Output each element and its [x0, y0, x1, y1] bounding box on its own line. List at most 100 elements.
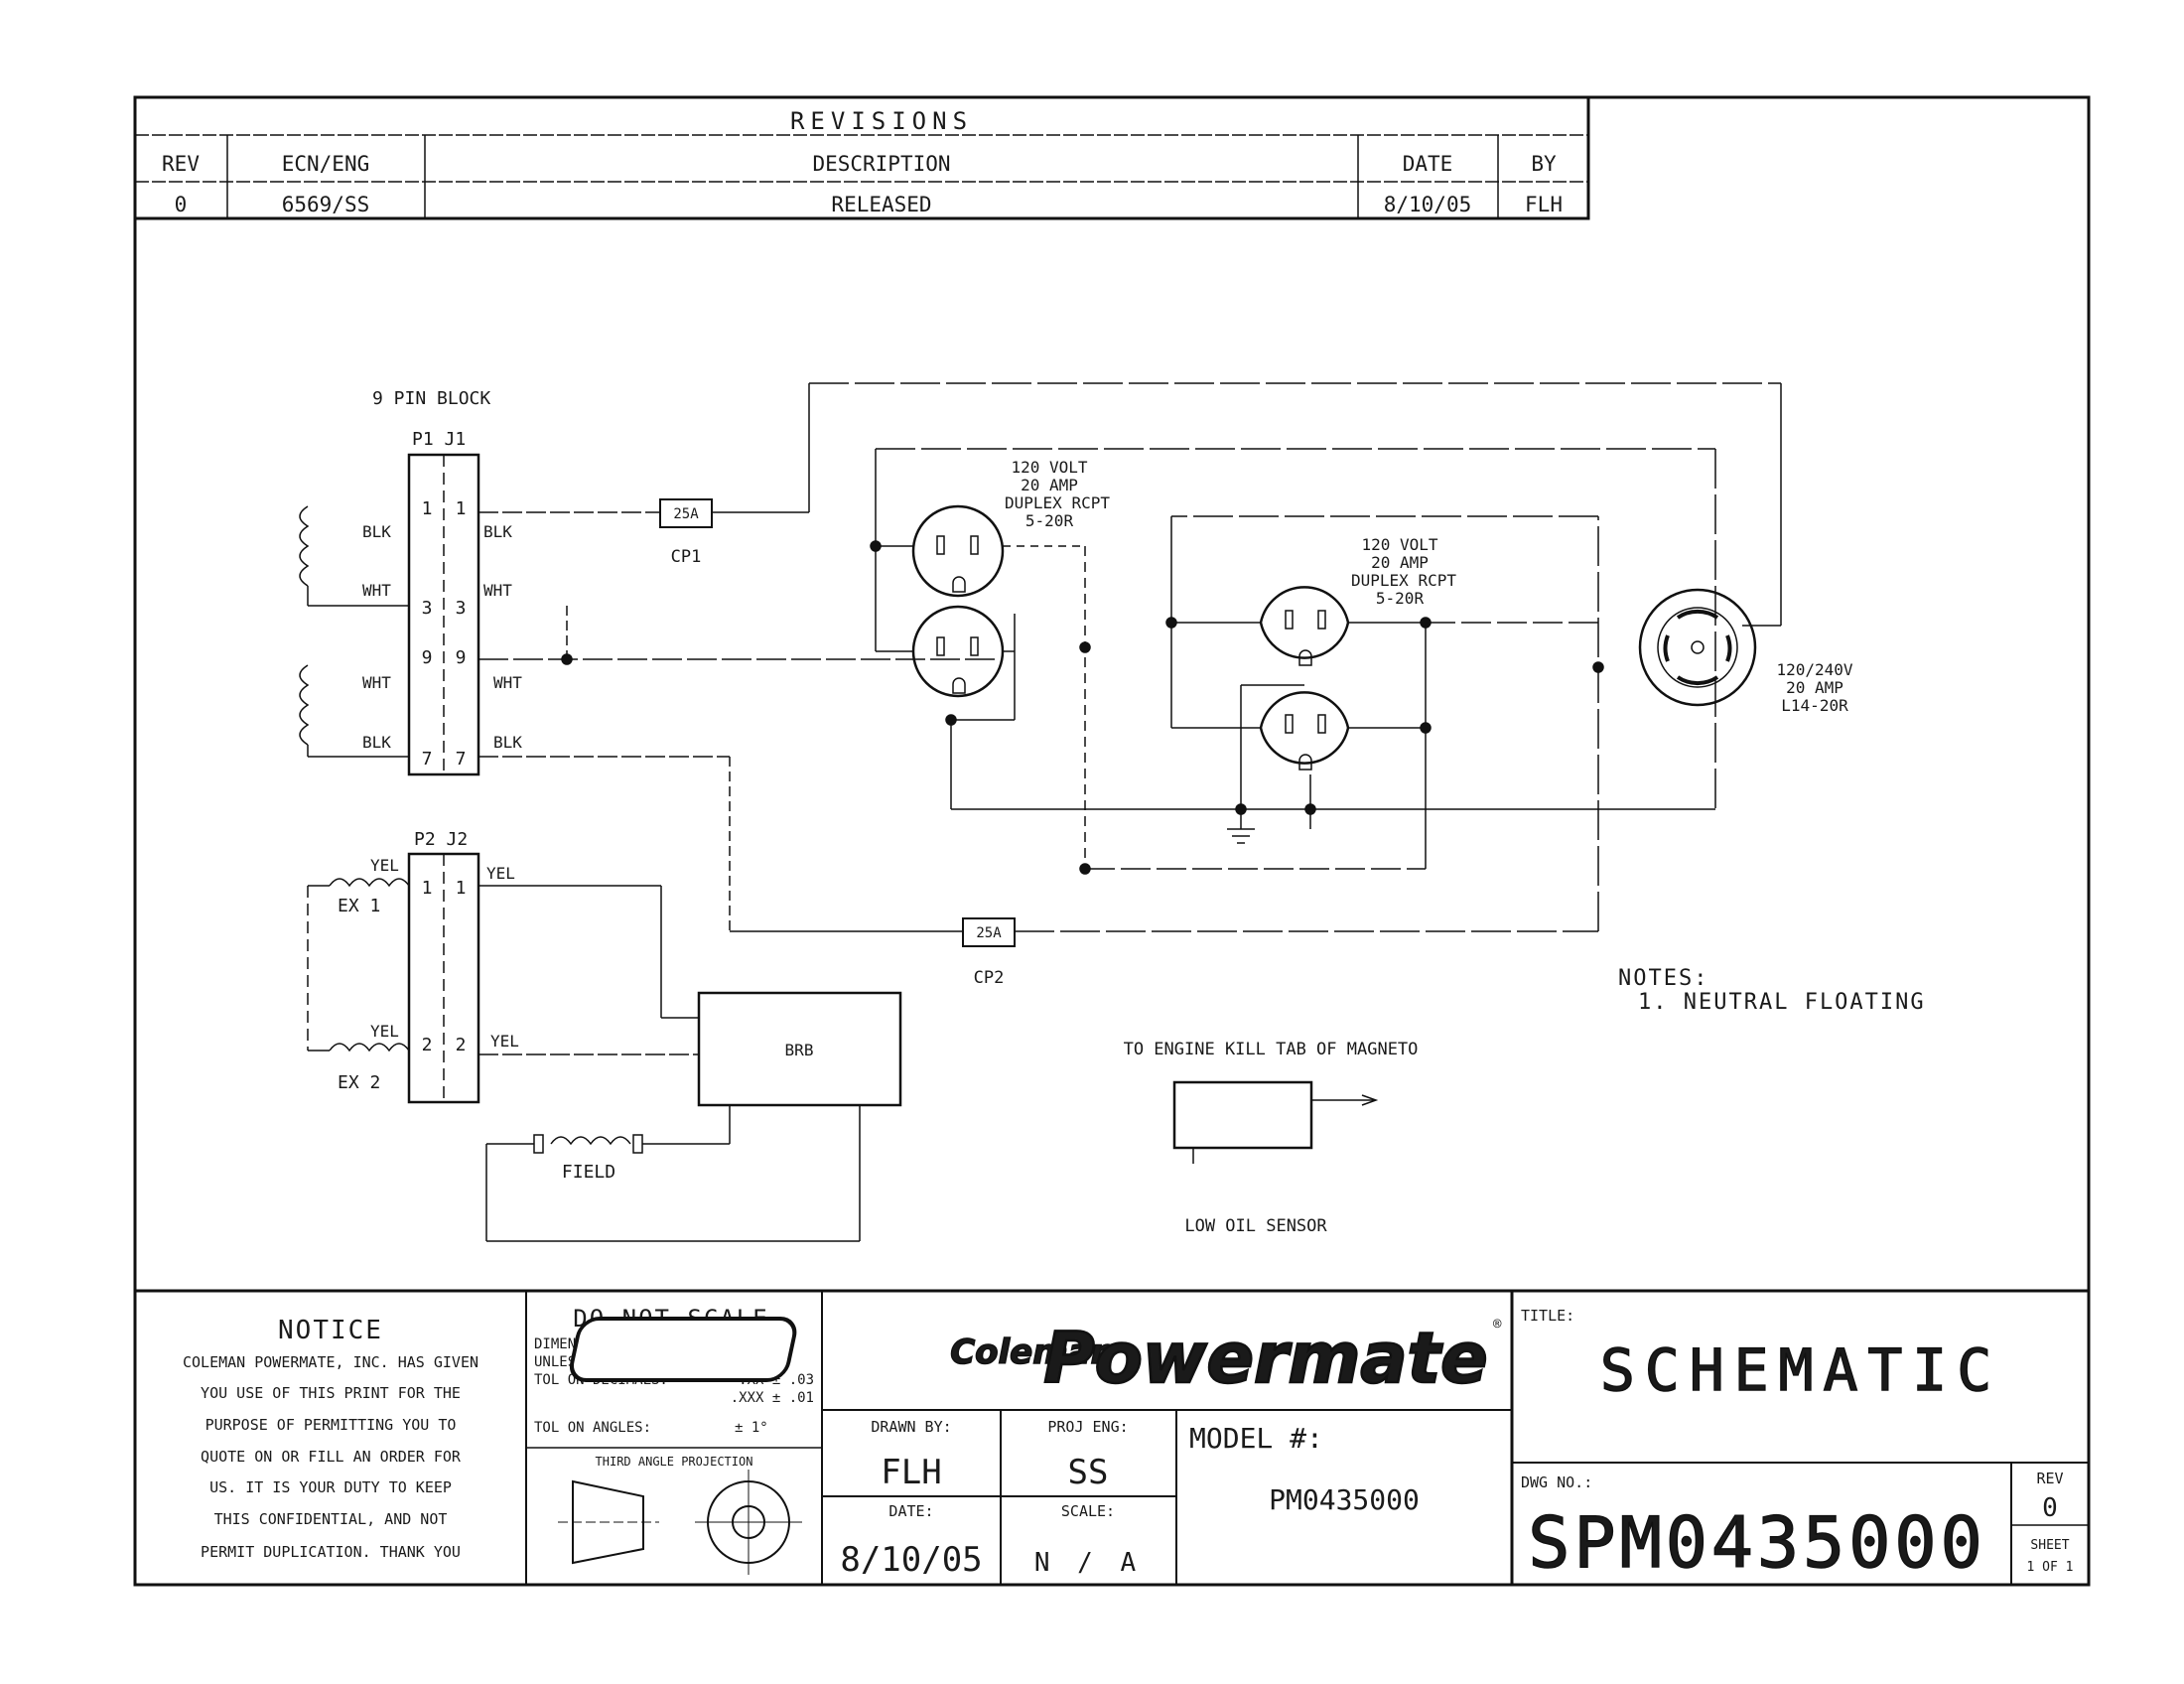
low-oil-sensor-box [1172, 1080, 1313, 1150]
wire-left-wht-2: WHT [362, 673, 391, 692]
schematic-labels: 9 PIN BLOCK P1 J1 1 1 3 3 9 9 7 7 BLK WH… [338, 388, 1926, 1236]
p2-right-pin-1: 1 [456, 878, 467, 899]
wire-right-wht-1: WHT [483, 581, 512, 600]
proj-eng-label: PROJ ENG: [1047, 1418, 1128, 1436]
wire-left-blk-1: BLK [362, 522, 391, 541]
circuit-breaker-cp2 [962, 917, 1016, 947]
p1-right-pin-1: 1 [456, 498, 467, 519]
cp1-name: CP1 [671, 547, 702, 567]
p1-left-pin-1: 1 [422, 498, 433, 519]
notice-line-1: COLEMAN POWERMATE, INC. HAS GIVEN [183, 1353, 478, 1371]
twistlock-l14-20r-receptacle [1638, 588, 1757, 707]
ex1-label: EX 1 [338, 896, 380, 916]
p2-left-pin-1: 1 [422, 878, 433, 899]
p2-right-yel-1: YEL [486, 864, 515, 883]
tol-angles: ± 1° [735, 1420, 768, 1436]
pin-block-label: 9 PIN BLOCK [372, 388, 490, 409]
circuit-breaker-cp1 [659, 498, 713, 528]
ex2-label: EX 2 [338, 1072, 380, 1093]
engine-kill-label: TO ENGINE KILL TAB OF MAGNETO [1124, 1040, 1419, 1059]
p1-right-pin-3: 3 [456, 598, 467, 619]
drawn-by-label: DRAWN BY: [871, 1418, 951, 1436]
rev-row-ecn: 6569/SS [282, 193, 370, 216]
rev-value: 0 [2042, 1493, 2058, 1523]
note-1: 1. NEUTRAL FLOATING [1638, 990, 1926, 1015]
logo-registered-mark: ® [1493, 1317, 1502, 1333]
recept2-line-4: 5-20R [1376, 589, 1425, 608]
dwg-no-label: DWG NO.: [1521, 1474, 1592, 1491]
p2-left-pin-2: 2 [422, 1035, 433, 1055]
title-label: TITLE: [1521, 1307, 1574, 1325]
recept2-line-2: 20 AMP [1371, 553, 1429, 572]
rev-row-rev: 0 [175, 193, 188, 216]
exciter-winding-2 [329, 1043, 410, 1052]
scale-label: SCALE: [1061, 1502, 1115, 1520]
p1-right-pin-7: 7 [456, 749, 467, 770]
field-coil [550, 1136, 631, 1146]
low-oil-label: LOW OIL SENSOR [1184, 1216, 1327, 1236]
sheet-label: SHEET [2030, 1538, 2069, 1553]
rev-header-ecn: ECN/ENG [282, 152, 370, 176]
logo-powermate-text: Powermate [1043, 1318, 1487, 1399]
notice-line-6: THIS CONFIDENTIAL, AND NOT [214, 1510, 448, 1528]
rev-row-date: 8/10/05 [1384, 193, 1472, 216]
revisions-title: REVISIONS [790, 107, 973, 135]
p2-left-yel-2: YEL [370, 1022, 399, 1041]
main-winding-2 [299, 664, 310, 746]
notice-line-4: QUOTE ON OR FILL AN ORDER FOR [201, 1448, 462, 1466]
receptacle-2-upper-outlet [1259, 586, 1350, 666]
notice-line-2: YOU USE OF THIS PRINT FOR THE [201, 1384, 461, 1402]
p1-j1-label: P1 J1 [412, 429, 466, 450]
rev-header-date: DATE [1403, 152, 1453, 176]
rev-header-rev: REV [162, 152, 200, 176]
date-label: DATE: [888, 1502, 933, 1520]
receptacle-1-lower-outlet [911, 605, 1005, 698]
cp1-rating: 25A [673, 506, 699, 522]
field-label: FIELD [562, 1162, 615, 1183]
p1-left-pin-7: 7 [422, 749, 433, 770]
p1-left-pin-3: 3 [422, 598, 433, 619]
twistlock-line-1: 120/240V [1776, 660, 1852, 679]
p2-right-pin-2: 2 [456, 1035, 467, 1055]
wire-left-blk-2: BLK [362, 733, 391, 752]
schematic-wiring [299, 382, 1782, 1242]
rev-label: REV [2036, 1470, 2063, 1487]
cp2-rating: 25A [976, 925, 1002, 941]
notes-title: NOTES: [1618, 966, 1708, 991]
projection-label: THIRD ANGLE PROJECTION [596, 1455, 753, 1469]
logo-coleman-text: Coleman [950, 1333, 1115, 1372]
recept1-line-4: 5-20R [1025, 511, 1074, 530]
recept2-line-3: DUPLEX RCPT [1351, 571, 1456, 590]
date-value: 8/10/05 [840, 1540, 982, 1580]
rev-row-by: FLH [1525, 193, 1563, 216]
notice-line-3: PURPOSE OF PERMITTING YOU TO [205, 1416, 457, 1434]
rev-header-description: DESCRIPTION [812, 152, 950, 176]
tol-xxx: .XXX ± .01 [731, 1390, 814, 1406]
tol-angles-label: TOL ON ANGLES: [534, 1420, 651, 1436]
recept2-line-1: 120 VOLT [1361, 535, 1437, 554]
recept1-line-3: DUPLEX RCPT [1005, 493, 1110, 512]
p1-left-pin-9: 9 [422, 647, 433, 668]
coleman-powermate-logo: Coleman Powermate ® [569, 1317, 1502, 1400]
third-angle-projection-symbol [558, 1470, 802, 1575]
drawn-by-value: FLH [881, 1453, 941, 1492]
brush-regulator-box [697, 991, 902, 1107]
twistlock-line-2: 20 AMP [1786, 678, 1843, 697]
brb-label: BRB [785, 1041, 814, 1059]
main-winding-1 [299, 505, 310, 587]
twistlock-line-3: L14-20R [1781, 696, 1848, 715]
scale-value: N / A [1034, 1548, 1142, 1578]
notice-line-5: US. IT IS YOUR DUTY TO KEEP [209, 1478, 452, 1496]
rev-header-by: BY [1531, 152, 1557, 176]
notice-line-7: PERMIT DUPLICATION. THANK YOU [201, 1543, 461, 1561]
model-value: PM0435000 [1269, 1483, 1420, 1516]
p2-j2-label: P2 J2 [414, 829, 468, 850]
p2-left-yel-1: YEL [370, 856, 399, 875]
p1-right-pin-9: 9 [456, 647, 467, 668]
receptacle-2-lower-outlet [1259, 691, 1350, 771]
model-label: MODEL #: [1189, 1422, 1323, 1455]
exciter-winding-1 [329, 878, 410, 888]
notice-title: NOTICE [278, 1316, 383, 1345]
rev-row-description: RELEASED [831, 193, 931, 216]
